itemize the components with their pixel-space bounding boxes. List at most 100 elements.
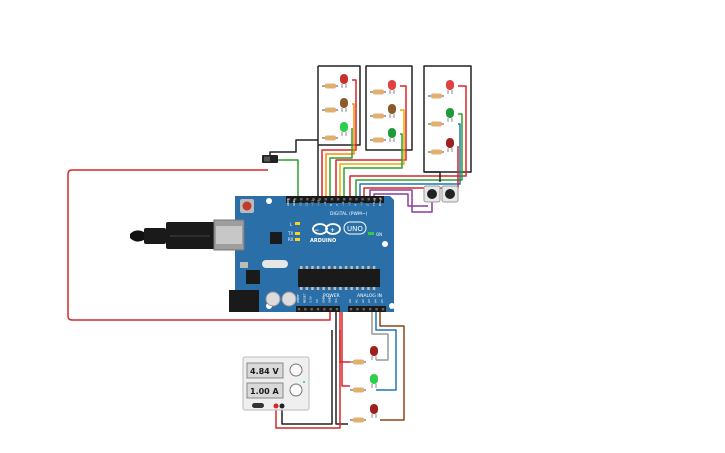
pin-socket[interactable] <box>324 198 327 201</box>
negative-terminal[interactable] <box>279 403 285 409</box>
usb-chip <box>270 232 282 244</box>
pin-socket[interactable] <box>343 198 346 201</box>
arduino-logo: − + <box>312 223 341 235</box>
pin-label: Vin <box>334 298 338 303</box>
wire-analog-brown <box>379 300 405 421</box>
pushbutton-2[interactable] <box>441 185 459 203</box>
led-green[interactable] <box>340 122 348 136</box>
pin-socket[interactable] <box>349 308 353 311</box>
resistor <box>370 89 386 95</box>
led-group-2 <box>370 80 396 143</box>
power-label: POWER <box>323 293 340 299</box>
wire-btn-black <box>424 171 441 182</box>
usb-cable[interactable] <box>130 219 245 251</box>
pin-socket[interactable] <box>312 198 315 201</box>
power-supply[interactable]: 4.84 V 1.00 A <box>242 356 310 411</box>
pin-label: ~3 <box>360 201 364 206</box>
dc-power-jack[interactable] <box>229 290 259 312</box>
wire-g1-green <box>329 128 353 200</box>
led-green[interactable] <box>370 374 378 388</box>
pin-label: ~9 <box>323 201 327 206</box>
pin-socket[interactable] <box>293 198 297 201</box>
chip-pin <box>300 287 303 290</box>
mounting-hole <box>266 198 272 204</box>
pin-label: ~10 <box>317 200 321 206</box>
resistor <box>350 417 366 423</box>
pin-socket[interactable] <box>329 308 332 311</box>
chip-pin <box>367 287 370 290</box>
pin-socket[interactable] <box>336 198 340 201</box>
pin-socket[interactable] <box>367 198 370 201</box>
pin-socket[interactable] <box>381 308 385 311</box>
pin-label: RESET <box>302 293 306 303</box>
pin-socket[interactable] <box>304 308 307 311</box>
wire-g1-amber <box>325 103 355 200</box>
pin-socket[interactable] <box>318 198 321 201</box>
led-red[interactable] <box>388 80 396 94</box>
resistor <box>428 93 444 99</box>
pin-socket[interactable] <box>300 198 303 201</box>
led-amber[interactable] <box>340 98 348 112</box>
wire-g2-amber <box>339 109 405 200</box>
pin-label: ~11 <box>311 200 315 206</box>
pin-socket[interactable] <box>306 198 309 201</box>
led-red[interactable] <box>370 346 378 360</box>
wire-g3-green <box>355 113 463 200</box>
pin-socket[interactable] <box>297 308 301 311</box>
pin-socket[interactable] <box>287 198 291 201</box>
power-switch[interactable] <box>252 403 264 408</box>
pin-socket[interactable] <box>379 198 383 201</box>
on-label: ON <box>376 232 382 237</box>
capacitor <box>265 291 281 307</box>
voltage-knob[interactable] <box>289 363 303 377</box>
led-amber[interactable] <box>388 104 396 118</box>
arduino-uno-board[interactable]: TX RX L ON − + ARDUINO UNO DIGITAL (PWM~… <box>229 196 395 312</box>
wire-red-loop <box>67 169 331 321</box>
resistor <box>350 387 366 393</box>
chip-pin <box>305 266 309 269</box>
pin-socket[interactable] <box>355 198 358 201</box>
led-group-1 <box>322 74 348 141</box>
chip-pin <box>372 287 376 290</box>
positive-terminal[interactable] <box>273 403 279 409</box>
chip-pin <box>300 266 303 269</box>
current-display <box>246 382 284 399</box>
pin-socket[interactable] <box>335 308 339 311</box>
led-red[interactable] <box>370 404 378 418</box>
brand-label: ARDUINO <box>310 238 336 244</box>
pin-socket[interactable] <box>310 308 313 311</box>
wire-g2-red <box>335 85 407 200</box>
pin-socket[interactable] <box>373 198 377 201</box>
pushbutton-1[interactable] <box>423 185 441 203</box>
chip-pin <box>328 287 331 290</box>
pin-socket[interactable] <box>375 308 378 311</box>
pin-socket[interactable] <box>316 308 320 311</box>
slide-switch[interactable] <box>262 155 278 163</box>
resistor <box>370 137 386 143</box>
pin-socket[interactable] <box>323 308 326 311</box>
current-knob[interactable] <box>289 383 303 397</box>
led-green[interactable] <box>388 128 396 142</box>
reset-button[interactable] <box>240 199 254 213</box>
wire-psu-black <box>281 330 333 425</box>
pin-socket[interactable] <box>349 198 352 201</box>
pin-socket[interactable] <box>369 308 372 311</box>
led-green[interactable] <box>446 108 454 122</box>
led-red[interactable] <box>340 74 348 88</box>
chip-pin <box>322 287 325 290</box>
pin-socket[interactable] <box>361 198 364 201</box>
led-red[interactable] <box>446 138 454 152</box>
model-label: UNO <box>347 225 363 233</box>
pin-label: ~6 <box>341 201 345 206</box>
pin-socket[interactable] <box>330 198 334 201</box>
pin-socket[interactable] <box>362 308 365 311</box>
wire-analog-gray <box>371 300 389 361</box>
wire-g3-blue <box>359 123 461 200</box>
led-red[interactable] <box>446 80 454 94</box>
chip-pin <box>344 287 348 290</box>
pin-socket[interactable] <box>356 308 359 311</box>
chip-pin <box>356 287 359 290</box>
